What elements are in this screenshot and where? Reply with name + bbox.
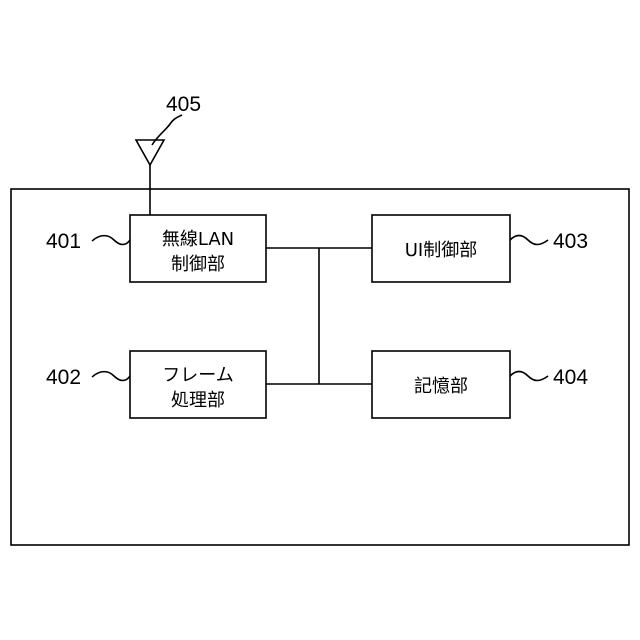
ref-label-405: 405 — [166, 93, 201, 116]
block-label-line-2: 制御部 — [171, 254, 225, 275]
block-wireless-lan-control: 無線LAN 制御部 — [130, 215, 266, 282]
ref-leader-404 — [510, 372, 548, 381]
block-label-line-2: 処理部 — [171, 390, 225, 411]
ref-label-404: 404 — [553, 366, 588, 389]
block-storage: 記憶部 — [372, 351, 510, 418]
device-frame — [11, 189, 629, 545]
block-ui-control: UI制御部 — [372, 215, 510, 282]
ref-leader-402 — [92, 372, 130, 381]
block-label-line-1: 記憶部 — [414, 376, 468, 397]
antenna-icon — [136, 140, 164, 165]
block-frame-processing: フレーム 処理部 — [130, 351, 266, 418]
ref-label-402: 402 — [46, 366, 81, 389]
ref-leader-401 — [92, 236, 130, 245]
ref-label-403: 403 — [553, 230, 588, 253]
ref-label-401: 401 — [46, 230, 81, 253]
ref-leader-403 — [510, 236, 548, 245]
block-label-line-1: フレーム — [162, 365, 233, 386]
block-label-line-1: 無線LAN — [162, 229, 234, 250]
block-label-line-1: UI制御部 — [405, 240, 477, 261]
